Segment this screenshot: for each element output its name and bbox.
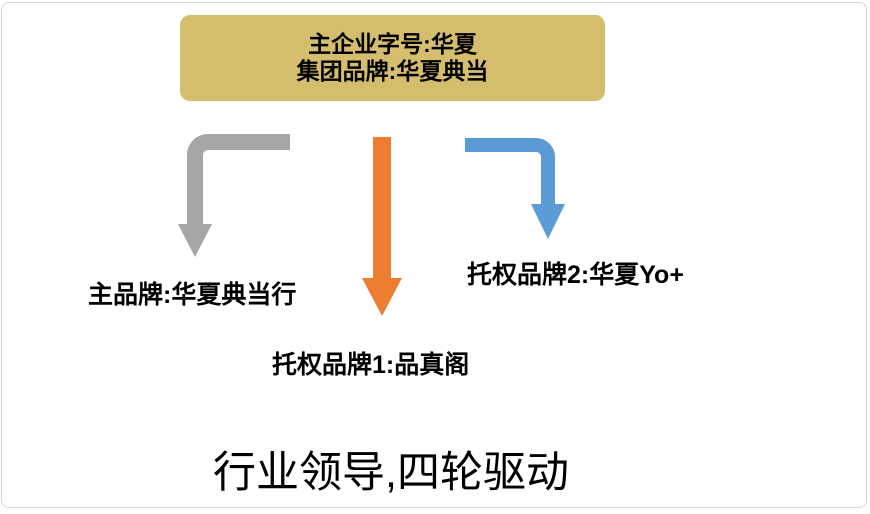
licensed-brand-2-label: 托权品牌2:华夏Yo+ [467, 261, 684, 289]
slide-caption: 行业领导,四轮驱动 [213, 449, 569, 497]
licensed-brand-1-label: 托权品牌1:品真阁 [272, 351, 470, 379]
main-brand-label: 主品牌:华夏典当行 [88, 281, 297, 309]
root-brand-line1: 主企业字号:华夏 [308, 31, 477, 57]
root-brand-box: 主企业字号:华夏 集团品牌:华夏典当 [180, 15, 605, 101]
root-brand-line2: 集团品牌:华夏典当 [296, 58, 489, 84]
